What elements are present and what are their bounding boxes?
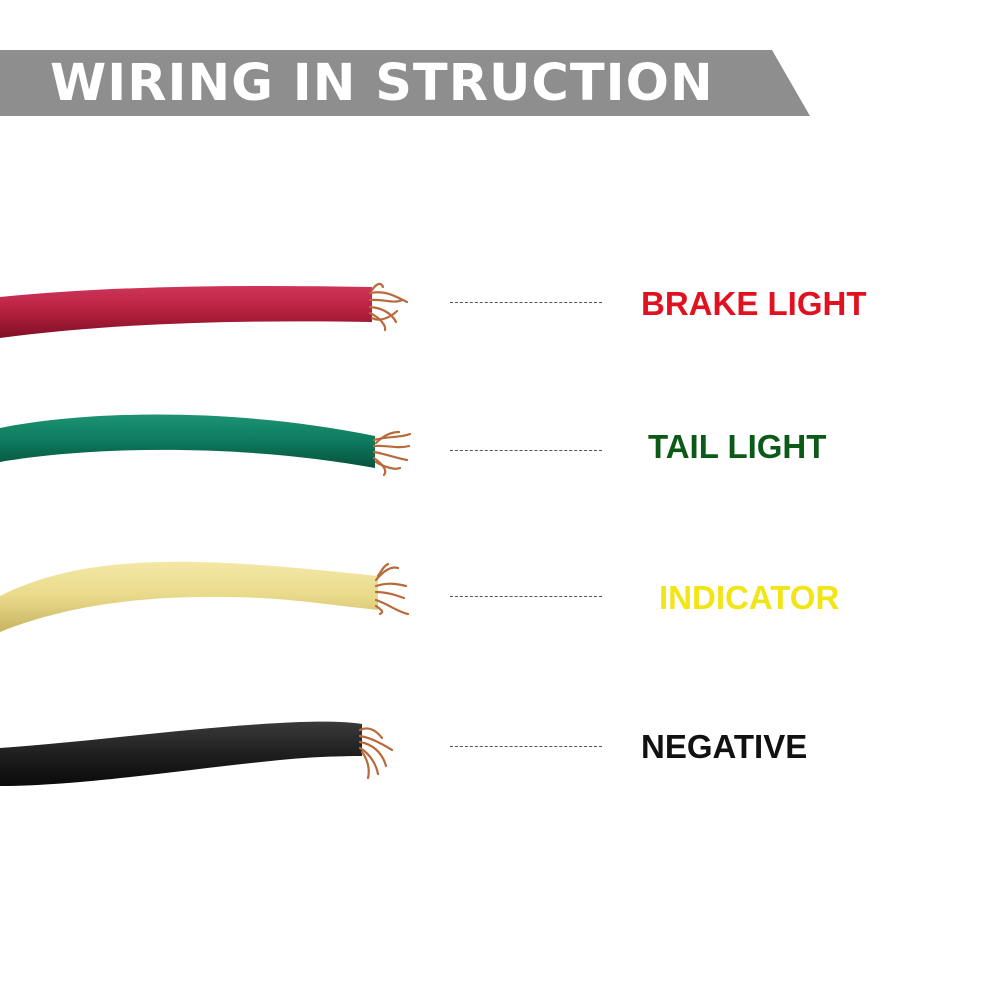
green-wire [0, 414, 412, 477]
banner-shape [0, 50, 810, 116]
label-tail-light: TAIL LIGHT [648, 428, 827, 465]
label-negative: NEGATIVE [641, 728, 808, 765]
copper-strands-icon [358, 727, 394, 780]
yellow-wire [0, 561, 410, 632]
copper-strands-icon [372, 430, 412, 477]
page-title: WIRING IN STRUCTION [50, 54, 714, 113]
label-indicator: INDICATOR [659, 579, 840, 616]
leader-line-brake [450, 302, 602, 303]
label-brake-light: BRAKE LIGHT [641, 285, 867, 322]
copper-strands-icon [374, 562, 410, 616]
leader-line-negative [450, 746, 602, 747]
black-wire [0, 721, 394, 786]
leader-line-tail [450, 450, 602, 451]
copper-strands-icon [368, 282, 409, 332]
header-banner: WIRING IN STRUCTION [0, 50, 810, 116]
leader-line-indicator [450, 596, 602, 597]
red-wire [0, 282, 409, 338]
